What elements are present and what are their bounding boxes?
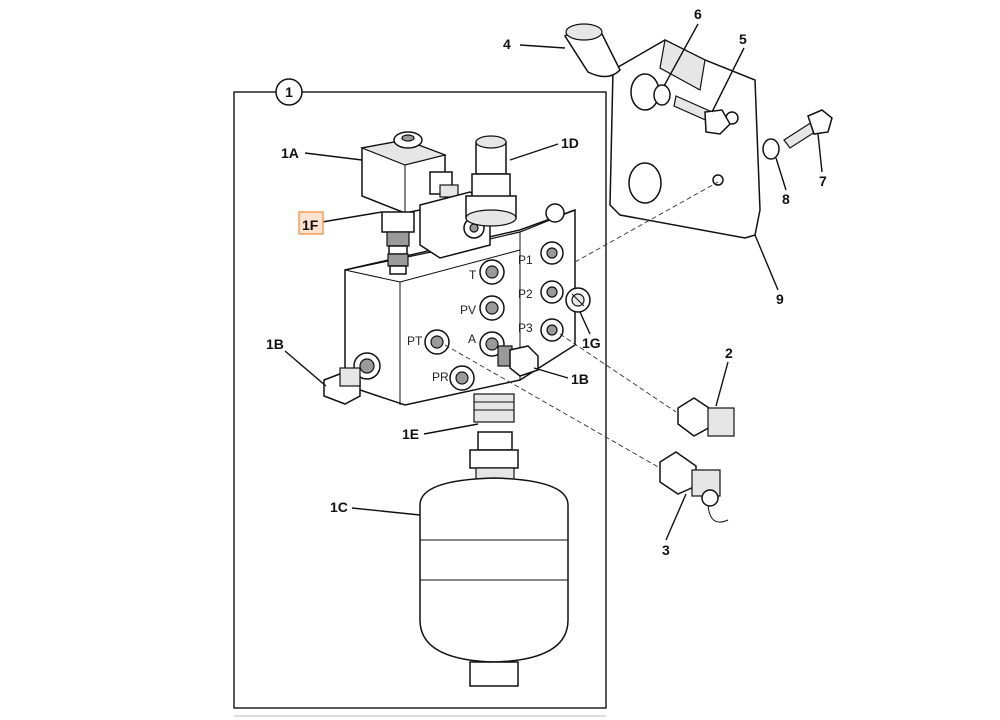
port-label-A: A	[468, 332, 476, 346]
callout-3: 3	[662, 542, 670, 558]
callout-6: 6	[694, 6, 702, 22]
leader-3	[665, 493, 687, 541]
mounting-bracket-9	[609, 39, 761, 239]
leader-5	[711, 47, 745, 113]
leader-8	[775, 157, 787, 191]
callout-1G: 1G	[582, 335, 601, 351]
callout-9: 9	[776, 291, 784, 307]
leader-1G	[579, 311, 591, 335]
plug-1G	[565, 287, 591, 313]
quick-coupling-3	[659, 451, 729, 523]
leader-1A	[304, 152, 363, 161]
callout-1F-highlight	[298, 211, 324, 235]
leader-1C	[351, 507, 421, 516]
washer-6	[653, 84, 671, 106]
callout-7: 7	[819, 173, 827, 189]
callout-4: 4	[503, 36, 511, 52]
callout-8: 8	[782, 191, 790, 207]
port-label-P2: P2	[518, 287, 533, 301]
leader-4	[519, 44, 566, 49]
callout-1B-right: 1B	[571, 371, 589, 387]
leader-7	[817, 133, 823, 173]
fitting-2	[677, 397, 735, 437]
leader-9	[754, 234, 779, 291]
port-label-PR: PR	[432, 370, 449, 384]
bolt-5	[673, 95, 731, 135]
port-label-PT: PT	[407, 334, 423, 348]
callout-5: 5	[739, 31, 747, 47]
callout-1D: 1D	[561, 135, 579, 151]
plug-1B-left	[323, 367, 361, 405]
callout-1F: 1F	[302, 217, 319, 233]
washer-8	[762, 138, 780, 160]
leader-6	[663, 23, 699, 87]
spacer-4	[564, 23, 621, 78]
port-label-P3: P3	[518, 321, 533, 335]
callout-1A: 1A	[281, 145, 299, 161]
plug-1B-right	[497, 345, 539, 377]
align-line-bracket	[574, 181, 719, 263]
pressure-valve-1D	[465, 135, 517, 227]
port-label-P1: P1	[518, 253, 533, 267]
assembly-1-frame	[233, 91, 607, 709]
callout-1B-left: 1B	[266, 336, 284, 352]
callout-1: 1	[285, 84, 293, 100]
align-line-fitting-2	[559, 333, 677, 413]
port-label-PV: PV	[460, 303, 476, 317]
callout-1C: 1C	[330, 499, 348, 515]
leader-1F	[321, 211, 383, 223]
accumulator-1C	[419, 477, 569, 687]
leader-1B-left	[284, 350, 327, 387]
callout-2: 2	[725, 345, 733, 361]
callout-1-circle	[275, 78, 303, 106]
leader-1E	[423, 423, 479, 435]
valve-cartridge-1F	[381, 211, 415, 275]
port-label-T: T	[469, 268, 477, 282]
leader-1B-right	[533, 367, 569, 379]
solenoid-coil-1A	[359, 131, 459, 214]
adapter-fitting-1E	[469, 393, 519, 489]
leader-2	[715, 361, 729, 407]
align-line-coupling-3	[444, 344, 661, 469]
leader-1D	[509, 143, 559, 161]
screw-7	[783, 109, 833, 149]
callout-1E: 1E	[402, 426, 419, 442]
